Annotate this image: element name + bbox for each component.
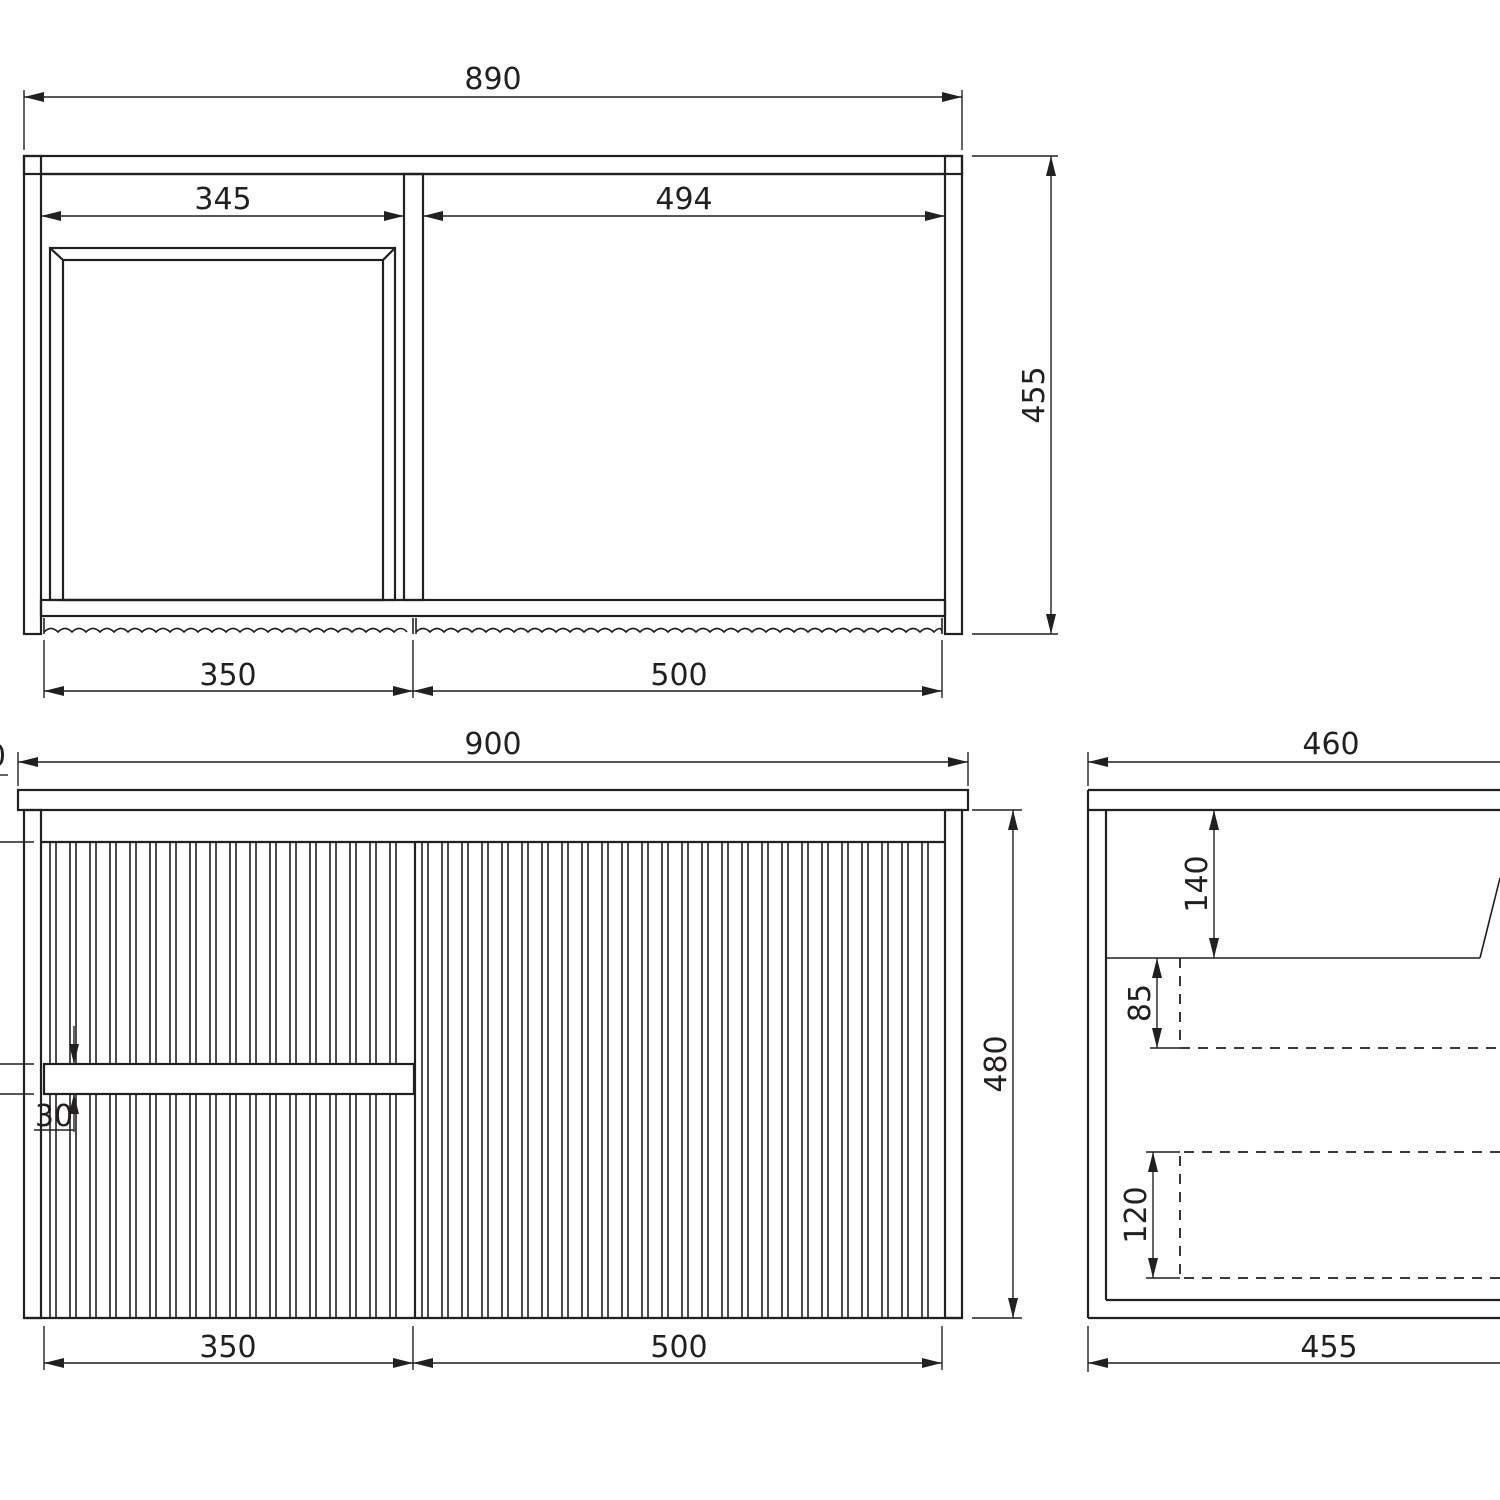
front-right-side-panel (943, 808, 964, 1320)
plan-drawer-box (48, 246, 397, 602)
plan-left-door-flutes (43, 618, 414, 634)
side-bottom-width-label: 455 (1300, 1330, 1357, 1365)
plan-right-opening-label: 494 (655, 182, 712, 217)
side-view: 460 140 85 120 455 (1086, 727, 1500, 1372)
plan-right-side-panel (943, 154, 964, 636)
side-lower-drawer-hidden-outline (1179, 1151, 1500, 1279)
plan-left-side-panel (22, 154, 43, 636)
front-rail-height-label: 30 (35, 1099, 73, 1134)
front-top-offset-partial-label: 0 (0, 739, 6, 774)
plan-outer-top-rail (22, 154, 964, 176)
front-height-label: 480 (979, 1035, 1014, 1092)
plan-right-door-flutes (415, 618, 943, 634)
side-basin-depth-label: 140 (1180, 855, 1215, 912)
plan-depth-label: 455 (1017, 366, 1052, 423)
side-lower-drawer-label: 120 (1119, 1186, 1154, 1243)
front-right-door-label: 500 (650, 1330, 707, 1365)
plan-view: 890 345 494 455 350 500 (22, 62, 1058, 698)
plan-center-divider (402, 172, 425, 602)
side-upper-drawer-hidden-outline (1179, 958, 1500, 1049)
front-top-slab (16, 788, 970, 812)
front-right-door-flutes (421, 842, 929, 1318)
side-top-width-label: 460 (1302, 727, 1359, 762)
plan-left-door-label: 350 (199, 658, 256, 693)
front-width-label: 900 (464, 727, 521, 762)
plan-left-opening-label: 345 (194, 182, 251, 217)
front-left-door-flutes (49, 842, 397, 1318)
front-view: 900 0 30 480 (0, 727, 1022, 1370)
plan-width-label: 890 (464, 62, 521, 97)
plan-right-door-label: 500 (650, 658, 707, 693)
front-handle-rail (42, 1062, 416, 1096)
front-left-door-label: 350 (199, 1330, 256, 1365)
plan-front-rail (39, 598, 947, 618)
side-upper-drawer-label: 85 (1123, 984, 1158, 1022)
